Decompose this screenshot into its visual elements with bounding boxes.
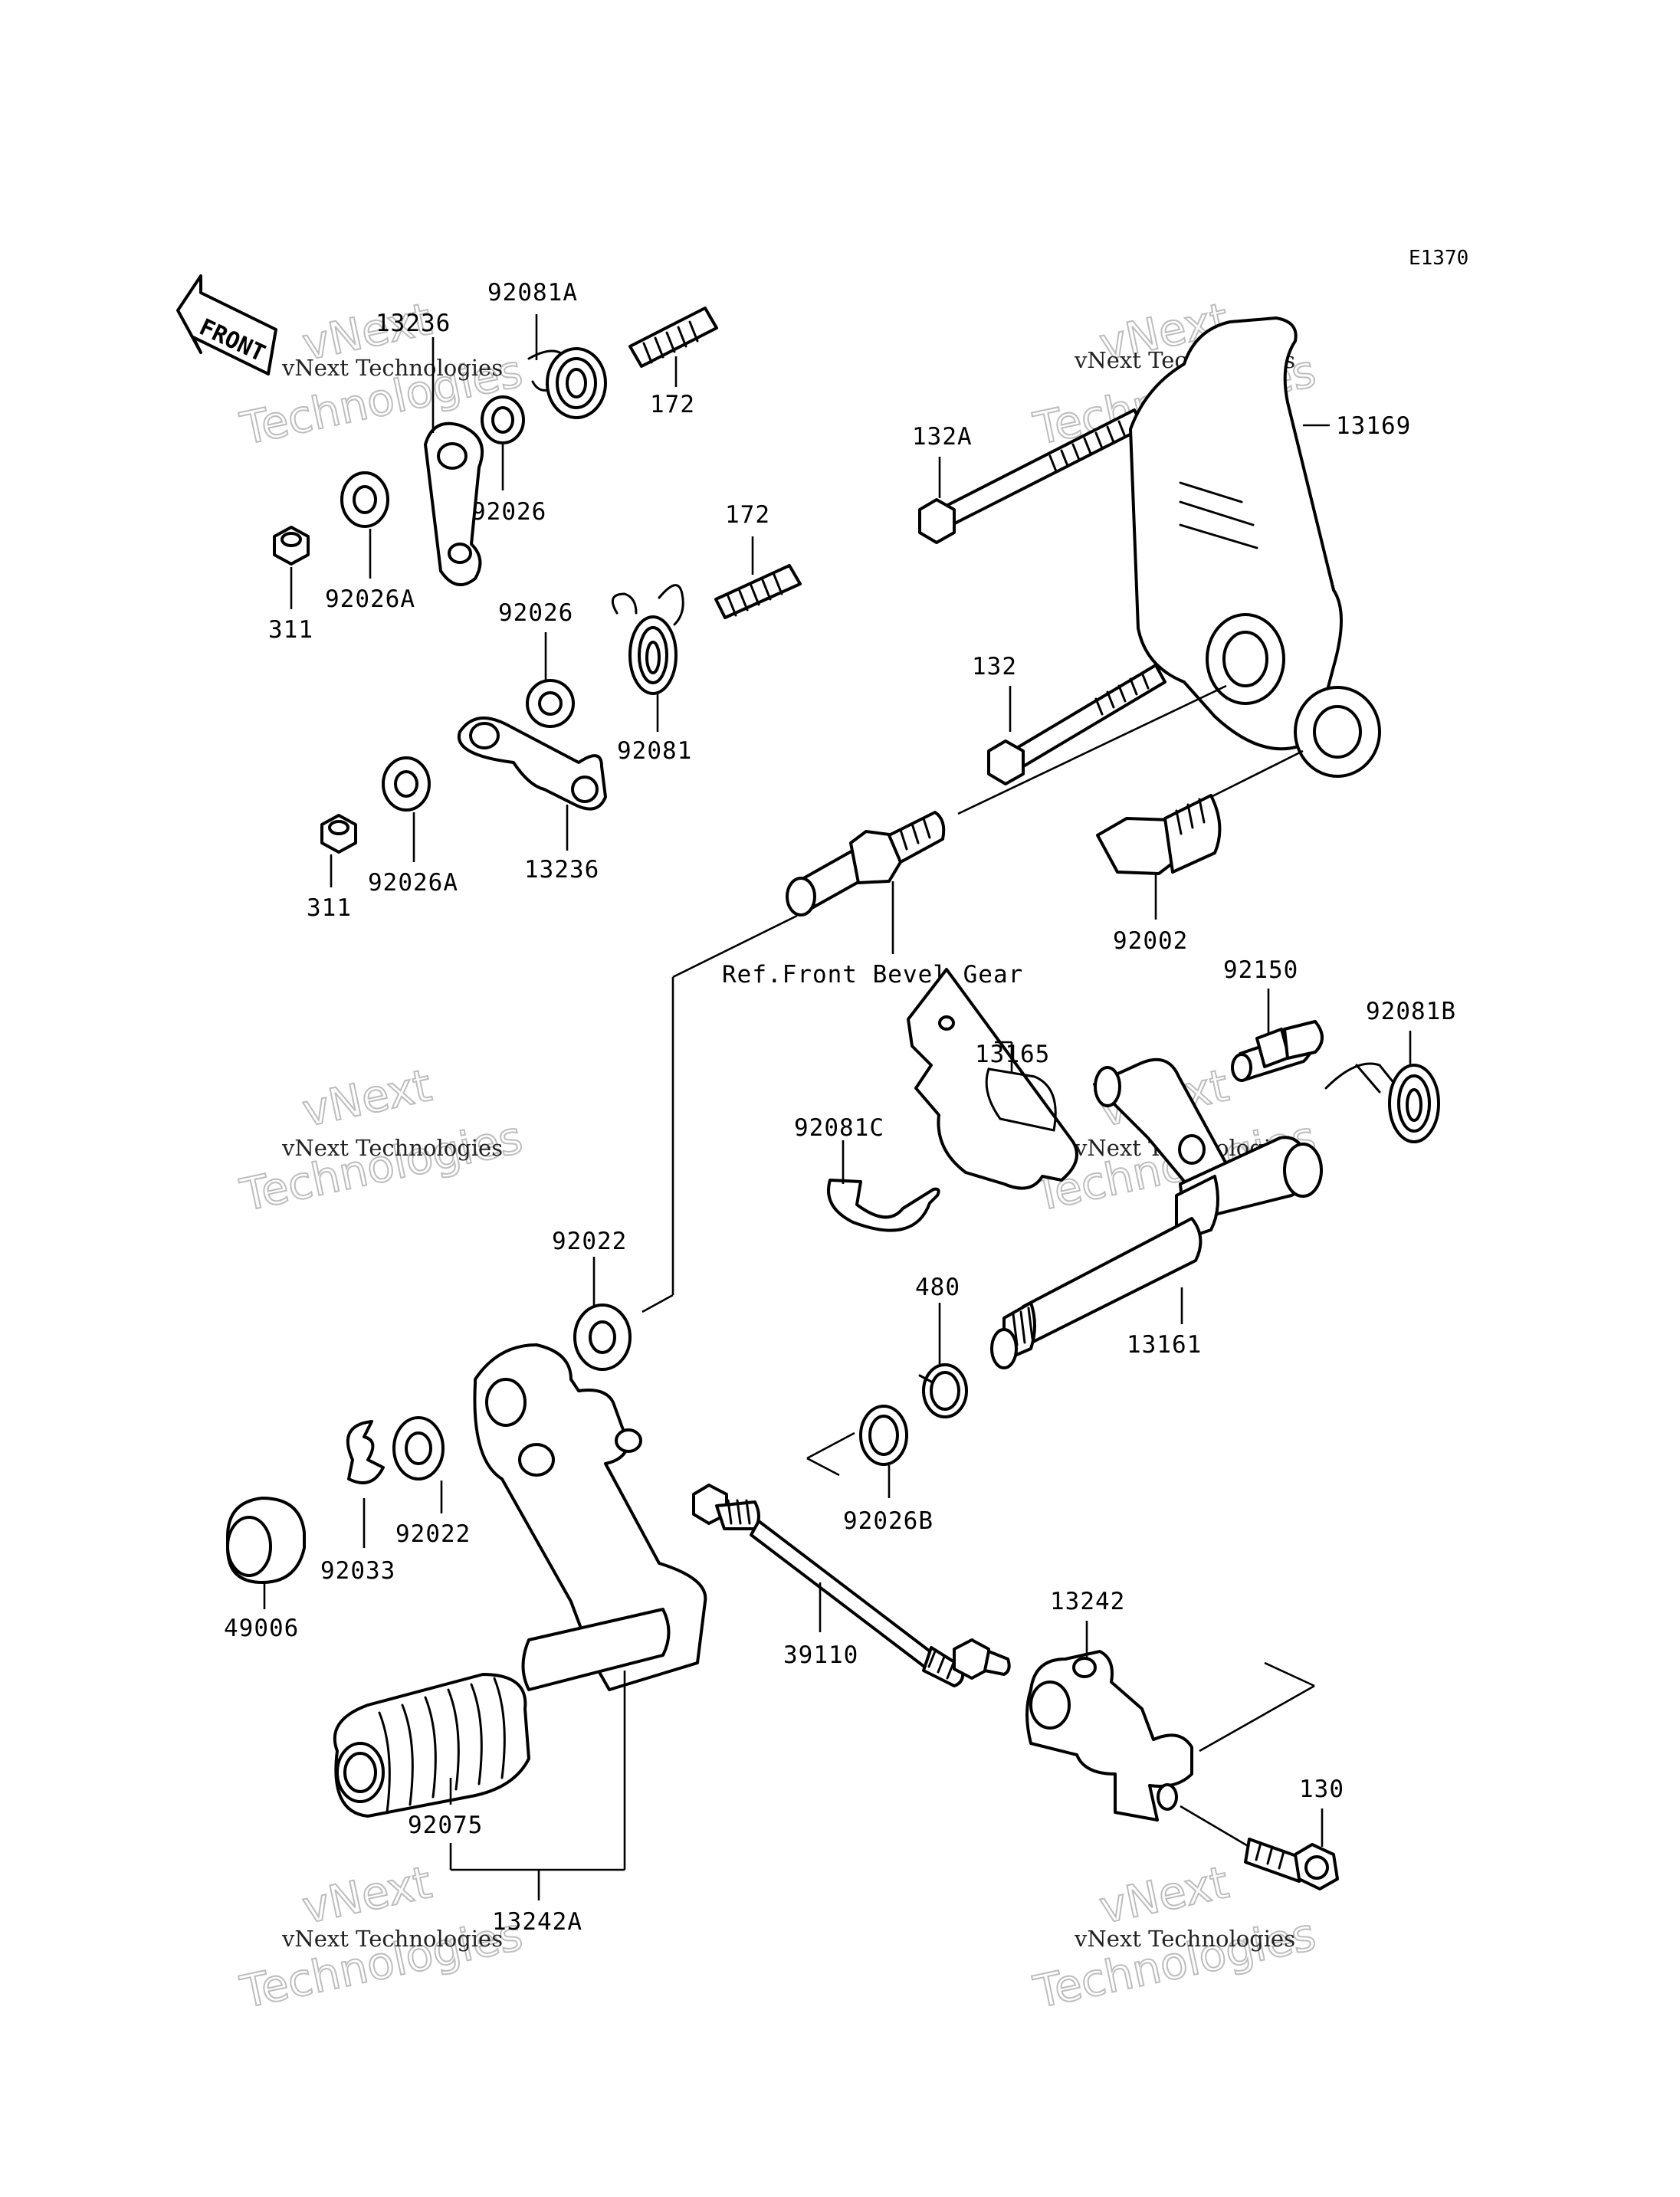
- label-13236-top: 13236: [376, 310, 451, 337]
- washer-92026-top-icon: [481, 395, 525, 444]
- label-49006: 49006: [224, 1615, 299, 1642]
- stud-172-top-icon: [628, 307, 718, 368]
- label-13236-bottom: 13236: [524, 856, 599, 884]
- plate-13165-icon: [907, 968, 1078, 1190]
- washer-92022-bottom-icon: [392, 1416, 445, 1481]
- label-92026A-top: 92026A: [325, 585, 415, 613]
- bevel-gear-ref-icon: [786, 811, 946, 917]
- svg-text:vNext: vNext: [298, 1856, 436, 1934]
- label-172-mid: 172: [725, 501, 770, 529]
- watermark-bottom-right: vNext Technologies vNext Technologies: [1029, 1855, 1321, 2019]
- label-172-top: 172: [650, 391, 695, 418]
- label-92022-top: 92022: [552, 1228, 627, 1255]
- shift-pedal-13242A-icon: [473, 1343, 707, 1691]
- svg-text:Technologies: Technologies: [236, 1908, 527, 2018]
- washer-92026B-icon: [859, 1405, 908, 1466]
- tie-rod-39110-icon: [692, 1484, 1011, 1687]
- watermark-mid-left: vNext Technologies vNext Technologies: [235, 1058, 528, 1222]
- label-92026B: 92026B: [843, 1507, 934, 1535]
- lever-13242-icon: [1025, 1650, 1193, 1822]
- label-480: 480: [915, 1274, 960, 1301]
- washer-92026A-bottom-icon: [382, 756, 431, 812]
- svg-text:vNext: vNext: [298, 1059, 436, 1137]
- watermark-bottom-left: vNext Technologies vNext Technologies: [235, 1855, 528, 2019]
- pedal-rubber-92075-icon: [333, 1673, 530, 1818]
- bolt-132-icon: [987, 664, 1166, 785]
- stud-92150-icon: [1231, 1020, 1324, 1082]
- shaft-13161-icon: [990, 1058, 1323, 1369]
- label-92081A: 92081A: [487, 279, 578, 307]
- label-13161: 13161: [1127, 1331, 1202, 1359]
- spring-92081A-icon: [527, 347, 607, 419]
- label-92026-mid: 92026: [498, 599, 573, 627]
- svg-text:Technologies: Technologies: [1029, 1908, 1321, 2018]
- spring-92081B-icon: [1324, 1062, 1440, 1143]
- label-13165: 13165: [975, 1041, 1050, 1068]
- svg-text:vNext: vNext: [1095, 1856, 1233, 1934]
- ref-front-bevel-gear-label: Ref.Front Bevel Gear: [722, 961, 1023, 989]
- washer-92022-top-icon: [573, 1303, 632, 1371]
- label-92002: 92002: [1113, 927, 1188, 955]
- label-13169: 13169: [1336, 412, 1411, 440]
- svg-text:vNext Technologies: vNext Technologies: [1074, 1926, 1295, 1952]
- label-92033: 92033: [320, 1557, 395, 1585]
- e-clip-92033-icon: [346, 1420, 385, 1484]
- circlip-480-icon: [918, 1363, 968, 1418]
- label-92081C: 92081C: [794, 1114, 884, 1142]
- label-92026A-bottom: 92026A: [368, 869, 458, 897]
- label-92022-bottom: 92022: [395, 1520, 471, 1548]
- label-132A: 132A: [912, 423, 973, 451]
- label-311-bottom: 311: [307, 894, 352, 922]
- svg-text:vNext Technologies: vNext Technologies: [281, 355, 503, 381]
- spring-92081-icon: [611, 584, 684, 695]
- label-311-top: 311: [268, 616, 313, 644]
- bolt-132A-icon: [918, 408, 1145, 544]
- label-92081: 92081: [617, 737, 692, 765]
- diagram-code: E1370: [1409, 247, 1468, 270]
- svg-text:vNext Technologies: vNext Technologies: [281, 1135, 503, 1161]
- label-39110: 39110: [783, 1641, 858, 1669]
- clip-92081C-icon: [827, 1179, 940, 1232]
- stud-172-mid-icon: [714, 564, 802, 619]
- label-130: 130: [1299, 1776, 1344, 1803]
- label-13242A: 13242A: [492, 1908, 582, 1936]
- svg-text:vNext Technologies: vNext Technologies: [281, 1926, 503, 1952]
- nut-311-top-icon: [273, 526, 310, 566]
- bracket-13169-icon: [1129, 316, 1381, 778]
- washer-92026-mid-icon: [526, 679, 575, 728]
- label-92081B: 92081B: [1366, 998, 1456, 1025]
- label-132: 132: [972, 653, 1017, 680]
- nut-311-bottom-icon: [320, 814, 357, 854]
- bolt-92002-icon: [1096, 794, 1222, 875]
- link-13236-top-icon: [424, 421, 484, 586]
- link-13236-bottom-icon: [457, 716, 607, 811]
- bolt-130-icon: [1180, 1805, 1339, 1890]
- label-92026-top: 92026: [471, 498, 546, 526]
- front-arrow-icon: FRONT: [176, 274, 277, 375]
- label-13242: 13242: [1050, 1588, 1125, 1615]
- cap-49006-icon: [226, 1497, 306, 1584]
- svg-text:Technologies: Technologies: [236, 1111, 527, 1221]
- label-92075: 92075: [408, 1812, 483, 1839]
- label-92150: 92150: [1223, 956, 1298, 984]
- washer-92026A-top-icon: [340, 471, 389, 528]
